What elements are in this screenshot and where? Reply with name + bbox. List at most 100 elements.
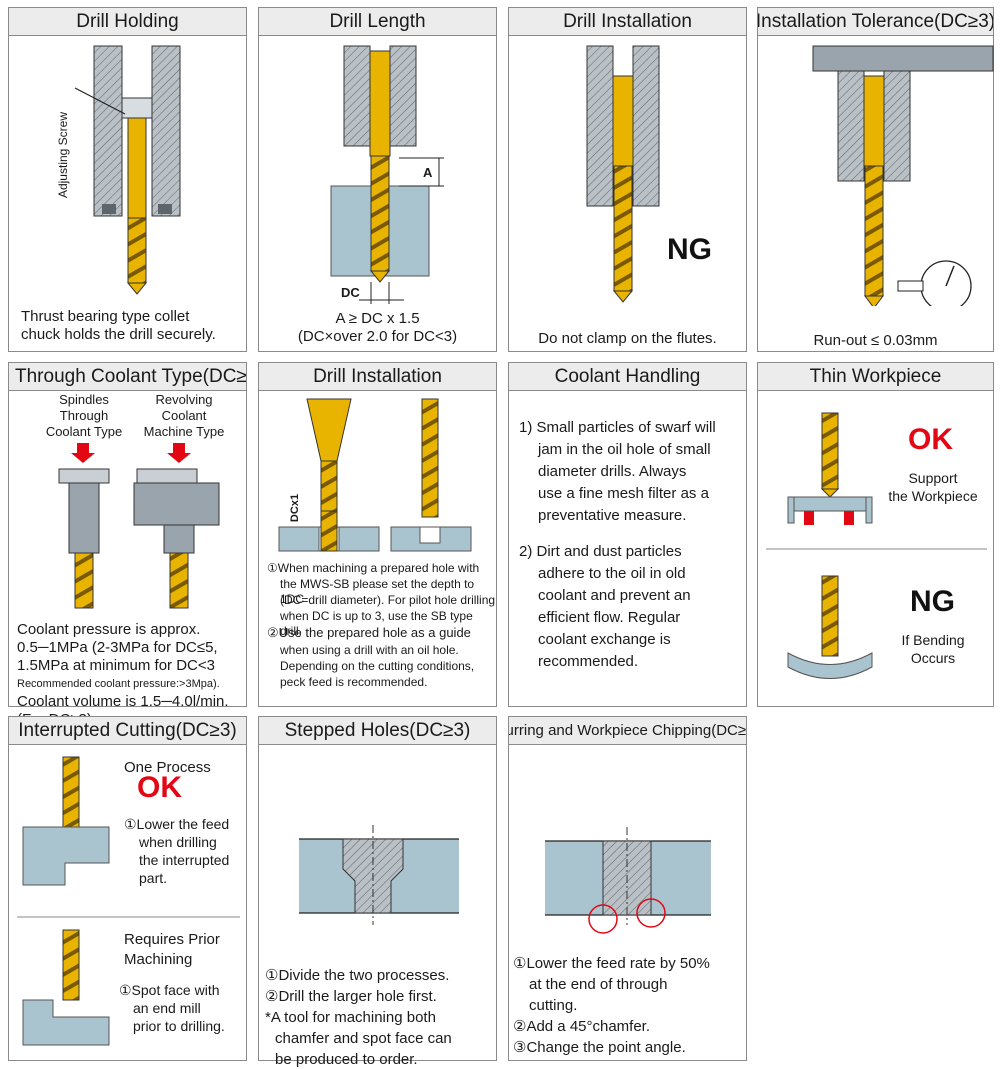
ng-label: NG <box>910 585 955 618</box>
caption-line-2: chuck holds the drill securely. <box>21 326 216 343</box>
step-line-2: at the end of through <box>529 976 668 993</box>
ng-text-2: Occurs <box>910 650 956 666</box>
note1-line-1: ①When machining a prepared hole with <box>267 561 480 575</box>
panel-coolant-handling: Coolant Handling 1) Small particles of s… <box>508 362 747 707</box>
ok-label: OK <box>137 771 182 804</box>
runout-diagram <box>812 45 994 306</box>
ng-label: NG <box>667 233 712 266</box>
prepared-hole-diagram <box>278 398 472 552</box>
requires-line-2: Machining <box>124 951 193 968</box>
step1-line-1: ①Lower the feed <box>124 816 230 832</box>
burring-diagram <box>545 827 711 934</box>
panel-title: Stepped Holes(DC≥3) <box>259 717 496 745</box>
label-left-3: Coolant Type <box>45 424 123 439</box>
item2-line-6: recommended. <box>538 653 639 670</box>
note1-line-3: (DC=drill diameter). For pilot hole dril… <box>280 593 496 607</box>
step-line-1: ①Lower the feed rate by 50% <box>513 955 710 972</box>
stepped-hole-diagram <box>299 825 459 925</box>
caption-line-1: A ≥ DC x 1.5 <box>335 310 420 327</box>
step-line-1: ①Divide the two processes. <box>265 967 450 984</box>
collet-chuck-diagram <box>74 45 181 295</box>
step-line-5: ③Change the point angle. <box>513 1039 686 1056</box>
label-right-3: Machine Type <box>143 424 225 439</box>
note2-line-4: peck feed is recommended. <box>280 675 428 689</box>
label-left-2: Through <box>59 408 109 423</box>
panel-title: Drill Installation <box>259 363 496 391</box>
panel-title: Coolant Handling <box>509 363 746 391</box>
coolant-diagrams <box>58 443 220 609</box>
label-dc: DC <box>341 285 360 300</box>
ok-label: OK <box>908 423 953 456</box>
coolant-line-4: Coolant volume is 1.5─4.0l/min. <box>17 693 229 710</box>
one-process-label: One Process <box>124 759 211 776</box>
panel-drill-length: Drill Length A DC A ≥ DC x 1.5 (DC×over … <box>258 7 497 352</box>
item2-line-5: coolant exchange is <box>538 631 671 648</box>
requires-line-1: Requires Prior <box>124 931 220 948</box>
label-dcx1: DCx1 <box>289 493 302 523</box>
step1-line-2: when drilling <box>139 834 217 850</box>
thin-workpiece-diagrams <box>766 412 987 679</box>
drill-installation-diagram <box>586 45 660 303</box>
panel-title: Interrupted Cutting(DC≥3) <box>9 717 246 745</box>
step-line-4: ②Add a 45°chamfer. <box>513 1018 651 1035</box>
panel-title: Burring and Workpiece Chipping(DC≥3) <box>509 717 746 745</box>
label-right-2: Coolant <box>161 408 207 423</box>
panel-thin-workpiece: Thin Workpiece OK Support the Workpiece … <box>757 362 994 707</box>
panel-title: Thin Workpiece <box>758 363 993 391</box>
step2-line-1: ①Spot face with <box>119 982 220 998</box>
panel-drill-installation: Drill Installation NG Do not clamp on th… <box>508 7 747 352</box>
caption-line-2: (DC×over 2.0 for DC<3) <box>297 328 458 345</box>
item2-line-2: adhere to the oil in old <box>538 565 686 582</box>
item2-line-3: coolant and prevent an <box>538 587 691 604</box>
item1-line-2: jam in the oil hole of small <box>538 441 711 458</box>
panel-through-coolant: Through Coolant Type(DC≥3) Spindles Thro… <box>8 362 247 728</box>
drill-length-diagram <box>330 45 444 304</box>
step1-line-3: the interrupted <box>139 852 230 868</box>
ok-text-2: the Workpiece <box>888 488 978 504</box>
step-line-3: *A tool for machining both <box>265 1009 436 1026</box>
ng-text-1: If Bending <box>901 632 965 648</box>
coolant-line-3: 1.5MPa at minimum for DC<3 <box>17 657 215 674</box>
step2-line-3: prior to drilling. <box>133 1018 225 1034</box>
panel-title: Drill Length <box>259 8 496 36</box>
caption-line-1: Thrust bearing type collet <box>21 308 190 325</box>
step-line-4: chamfer and spot face can <box>275 1030 452 1047</box>
step2-line-2: an end mill <box>133 1000 201 1016</box>
step-line-5: be produced to order. <box>275 1051 418 1068</box>
interrupted-cutting-diagrams <box>17 756 240 1046</box>
panel-drill-holding: Drill Holding Adjusting Screw Thrust bea… <box>8 7 247 352</box>
item2-line-1: 2) Dirt and dust particles <box>519 543 682 560</box>
caption: Do not clamp on the flutes. <box>538 330 717 347</box>
coolant-line-1: Coolant pressure is approx. <box>17 621 201 638</box>
panel-interrupted-cutting: Interrupted Cutting(DC≥3) One Process OK… <box>8 716 247 1061</box>
note2-line-1: ②Use the prepared hole as a guide <box>267 625 471 640</box>
note2-line-2: when using a drill with an oil hole. <box>280 643 459 657</box>
coolant-small-line: Recommended coolant pressure:>3Mpa). <box>17 678 220 690</box>
label-a: A <box>423 165 433 180</box>
caption: Run-out ≤ 0.03mm <box>813 332 938 349</box>
panel-title: Installation Tolerance(DC≥3) <box>758 8 993 36</box>
item1-line-3: diameter drills. Always <box>538 463 687 480</box>
note1-line-4: when DC is up to 3, use the SB type dril… <box>280 609 473 638</box>
label-left-1: Spindles <box>59 392 109 407</box>
step1-line-4: part. <box>139 870 168 886</box>
coolant-line-2: 0.5─1MPa (2-3MPa for DC≤5, <box>17 639 218 656</box>
label-right-1: Revolving <box>155 392 213 407</box>
panel-title: Drill Installation <box>509 8 746 36</box>
item1-line-1: 1) Small particles of swarf will <box>519 419 716 436</box>
step-line-3: cutting. <box>529 997 578 1014</box>
ok-text-1: Support <box>908 470 958 486</box>
step-line-2: ②Drill the larger hole first. <box>265 988 437 1005</box>
panel-installation-tolerance: Installation Tolerance(DC≥3) Run-out ≤ 0… <box>757 7 994 352</box>
item2-line-4: efficient flow. Regular <box>538 609 681 626</box>
panel-burring-chipping: Burring and Workpiece Chipping(DC≥3) ①Lo… <box>508 716 747 1061</box>
item1-line-4: use a fine mesh filter as a <box>538 485 709 502</box>
item1-line-5: preventative measure. <box>538 507 687 524</box>
adjusting-screw-label: Adjusting Screw <box>56 111 70 199</box>
panel-title: Drill Holding <box>9 8 246 36</box>
panel-stepped-holes: Stepped Holes(DC≥3) ①Divide the two proc… <box>258 716 497 1068</box>
note1-line-2: the MWS-SB please set the depth to 1DC <box>280 577 475 606</box>
note2-line-3: Depending on the cutting conditions, <box>280 659 475 673</box>
panel-title: Through Coolant Type(DC≥3) <box>9 363 246 391</box>
panel-drill-installation-2: Drill Installation DCx1 ①When machining … <box>258 362 497 707</box>
